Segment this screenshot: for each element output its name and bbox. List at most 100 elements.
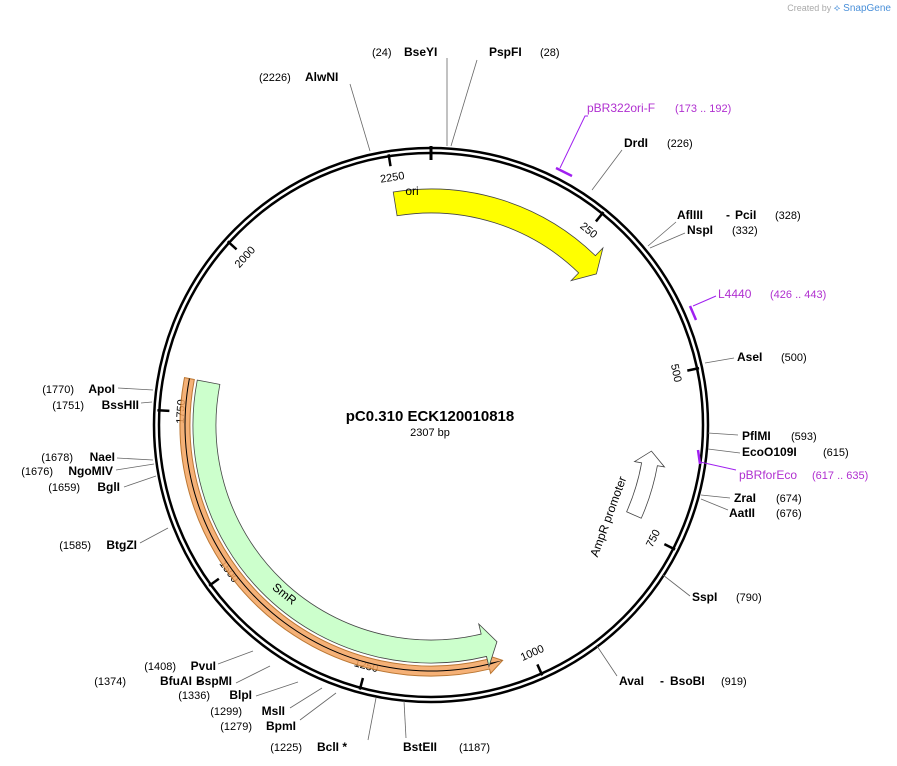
- site-leader-bsshii: [140, 401, 153, 404]
- backbone-inner: [157, 151, 705, 699]
- site-name-sspi[interactable]: SspI: [692, 590, 717, 604]
- feature-ampr-promoter[interactable]: [626, 450, 666, 519]
- site-name-bfuai[interactable]: BfuAI: [160, 674, 192, 688]
- primer-range: (617 .. 635): [812, 470, 868, 482]
- site-name-bsshii[interactable]: BssHII: [102, 398, 139, 412]
- tick-mark: [594, 211, 605, 223]
- site-leader-bcli: [367, 697, 377, 741]
- site-position: (1225): [270, 742, 302, 754]
- site-name-bcli[interactable]: BclI *: [317, 740, 347, 754]
- restriction-sites: BseYI(24)PspFI(28)AlwNI(2226)DrdI(226)Af…: [21, 45, 848, 754]
- site-name-blpi[interactable]: BlpI: [229, 688, 252, 702]
- site-leader-ecoo109i: [707, 448, 741, 454]
- site-name-btgzi[interactable]: BtgZI: [106, 538, 137, 552]
- site-leader-naei: [116, 457, 154, 461]
- site-position: (676): [776, 508, 802, 520]
- site-name-bpmi[interactable]: BpmI: [266, 719, 296, 733]
- site-name-pcii[interactable]: PciI: [735, 208, 756, 222]
- site-leader-bpmi: [299, 692, 337, 721]
- feature-smr[interactable]: [192, 379, 498, 668]
- site-position: (328): [775, 210, 801, 222]
- site-leader-alwni: [349, 83, 371, 152]
- site-position: (1299): [210, 706, 242, 718]
- tick-mark: [687, 366, 700, 372]
- site-position: (674): [776, 493, 802, 505]
- primer-l4440[interactable]: L4440: [718, 287, 752, 301]
- site-name-ecoo109i[interactable]: EcoO109I: [742, 445, 797, 459]
- site-name-bsteii[interactable]: BstEII: [403, 740, 437, 754]
- plasmid-name: pC0.310 ECK120010818: [346, 408, 514, 425]
- site-position: (1659): [48, 482, 80, 494]
- primer-marker: [688, 305, 698, 321]
- primer-range: (426 .. 443): [770, 289, 826, 301]
- site-leader-bgli: [123, 475, 157, 488]
- site-leader-avai: [596, 645, 618, 677]
- site-leader-zrai: [700, 494, 731, 499]
- site-name-afliii[interactable]: AflIII: [677, 208, 703, 222]
- site-leader-blpi: [255, 681, 299, 697]
- site-name-pvui[interactable]: PvuI: [191, 659, 216, 673]
- site-leader-bsteii: [403, 700, 407, 739]
- site-name-bgli[interactable]: BglI: [97, 480, 120, 494]
- site-leader-bfuai: [235, 665, 271, 684]
- backbone-outer: [152, 146, 710, 704]
- site-position: (28): [540, 47, 560, 59]
- site-position: (1279): [220, 721, 252, 733]
- site-separator: -: [660, 674, 664, 688]
- site-name-nspi[interactable]: NspI: [687, 223, 713, 237]
- site-position: (1336): [178, 690, 210, 702]
- snapgene-credit: Created by ⟡ SnapGene: [787, 3, 891, 14]
- site-leader-apoi: [117, 387, 154, 391]
- tick-mark: [663, 542, 676, 551]
- site-position: (615): [823, 447, 849, 459]
- site-position: (1408): [144, 661, 176, 673]
- site-name-bsobi[interactable]: BsoBI: [670, 674, 705, 688]
- site-name-aatii[interactable]: AatII: [729, 506, 755, 520]
- primer-marker: [696, 449, 702, 465]
- plasmid-size: 2307 bp: [410, 427, 450, 439]
- site-leader-afliii: [647, 221, 677, 247]
- site-leader-pvui: [217, 650, 254, 665]
- primer-pbr322ori-f[interactable]: pBR322ori-F: [587, 101, 655, 115]
- site-leader-pflmi: [707, 432, 739, 436]
- snapgene-logo: ⟡ SnapGene: [833, 3, 891, 14]
- tick-mark: [157, 409, 170, 413]
- site-name-zrai[interactable]: ZraI: [734, 491, 756, 505]
- site-leader-btgzi: [139, 527, 169, 544]
- site-name-naei[interactable]: NaeI: [90, 450, 115, 464]
- site-leader-aatii: [700, 498, 729, 511]
- primer-pbrforeco[interactable]: pBRforEco: [739, 468, 797, 482]
- primer-marker: [555, 166, 573, 178]
- site-name-pflmi[interactable]: PflMI: [742, 429, 771, 443]
- site-position: (1770): [42, 384, 74, 396]
- site-position: (1751): [52, 400, 84, 412]
- primer-leader: [699, 461, 737, 471]
- site-name-bseyi[interactable]: BseYI: [404, 45, 437, 59]
- site-name-drdi[interactable]: DrdI: [624, 136, 648, 150]
- site-name-apoi[interactable]: ApoI: [88, 382, 115, 396]
- site-position: (1187): [459, 742, 490, 754]
- site-position: (1374): [94, 676, 126, 688]
- site-name-avai[interactable]: AvaI: [619, 674, 644, 688]
- site-position: (1585): [59, 540, 91, 552]
- site-name-alwni[interactable]: AlwNI: [305, 70, 338, 84]
- tick-mark: [536, 663, 544, 676]
- site-leader-sspi: [662, 574, 691, 597]
- site-position: (790): [736, 592, 762, 604]
- feature-ori[interactable]: [392, 188, 604, 282]
- site-name-bspmi[interactable]: BspMI: [196, 674, 232, 688]
- site-name-asei[interactable]: AseI: [737, 350, 762, 364]
- highlight-strand: [179, 377, 504, 677]
- site-position: (500): [781, 352, 807, 364]
- site-name-pspfi[interactable]: PspFI: [489, 45, 522, 59]
- tick-mark: [226, 240, 238, 251]
- primer-range: (173 .. 192): [675, 103, 731, 115]
- feature-label-ampr-promoter: AmpR promoter: [587, 474, 629, 558]
- credit-prefix: Created by: [787, 3, 832, 13]
- site-name-msli[interactable]: MslI: [262, 704, 285, 718]
- primers: pBR322ori-F (173 .. 192) L4440 (426 .. 443)…: [555, 101, 868, 482]
- site-name-ngomiv[interactable]: NgoMIV: [68, 464, 113, 478]
- site-leader-drdi: [591, 149, 623, 191]
- tick-label: 2250: [379, 170, 405, 186]
